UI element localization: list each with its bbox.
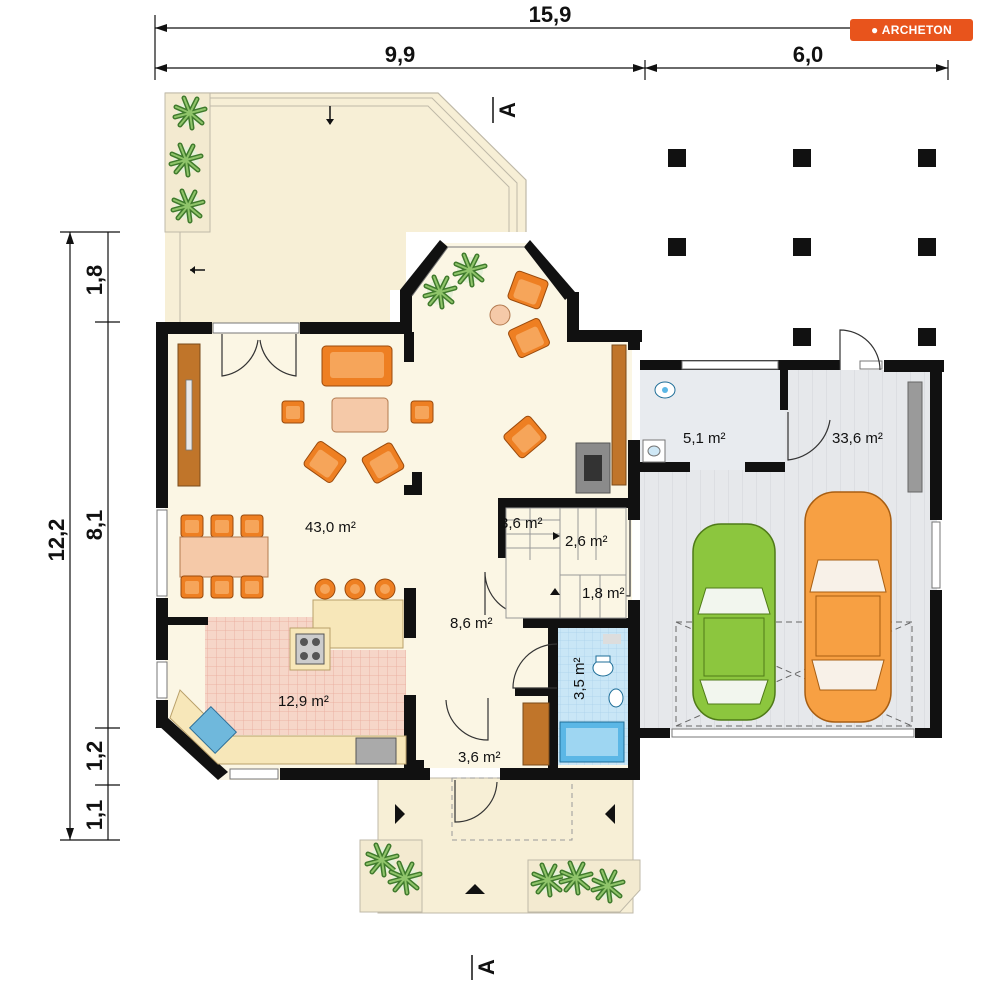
car-orange xyxy=(804,491,892,723)
walls xyxy=(156,240,944,780)
dim-top-total: 15,9 xyxy=(529,2,572,27)
archeton-logo: ● ARCHETON xyxy=(850,19,973,41)
dim-top-right: 6,0 xyxy=(793,42,824,67)
area-kitchen: 12,9 m² xyxy=(278,693,329,710)
rear-terrace xyxy=(165,93,526,332)
area-entry: 3,6 m² xyxy=(458,749,501,766)
section-marker-bottom: A xyxy=(471,955,499,980)
svg-text:A: A xyxy=(474,959,499,975)
carport-pillars xyxy=(668,149,936,346)
dim-top-left: 9,9 xyxy=(385,42,416,67)
area-stair-1: 3,6 m² xyxy=(500,515,543,532)
rear-terrace-edge xyxy=(165,92,527,232)
area-hall: 8,6 m² xyxy=(450,615,493,632)
living-furniture xyxy=(177,255,627,494)
staircase xyxy=(505,507,627,619)
dimension-lines xyxy=(60,15,950,841)
logo-text: ARCHETON xyxy=(881,23,952,37)
area-stair-3: 1,8 m² xyxy=(582,585,625,602)
section-marker-top: A xyxy=(492,97,520,123)
bathroom-fixtures xyxy=(559,634,625,763)
area-bathroom: 3,5 m² xyxy=(571,657,588,700)
kitchen-units xyxy=(169,578,407,765)
svg-text:A: A xyxy=(495,102,520,118)
car-green xyxy=(692,523,776,721)
dim-left-total: 12,2 xyxy=(44,519,69,562)
area-utility: 5,1 m² xyxy=(683,430,726,447)
area-living: 43,0 m² xyxy=(305,519,356,536)
area-stair-2: 2,6 m² xyxy=(565,533,608,550)
dim-left-seg-2: 8,1 xyxy=(82,510,107,541)
dim-left-seg-3: 1,2 xyxy=(82,741,107,772)
kitchen-tiles xyxy=(205,617,406,735)
windows xyxy=(156,322,941,780)
area-garage: 33,6 m² xyxy=(832,430,883,447)
dim-left-seg-4: 1,1 xyxy=(82,800,107,831)
utility-fixtures xyxy=(642,381,923,493)
dim-left-seg-1: 1,8 xyxy=(82,265,107,296)
dining-set xyxy=(179,514,269,599)
logo-mark-icon: ● xyxy=(871,23,879,37)
